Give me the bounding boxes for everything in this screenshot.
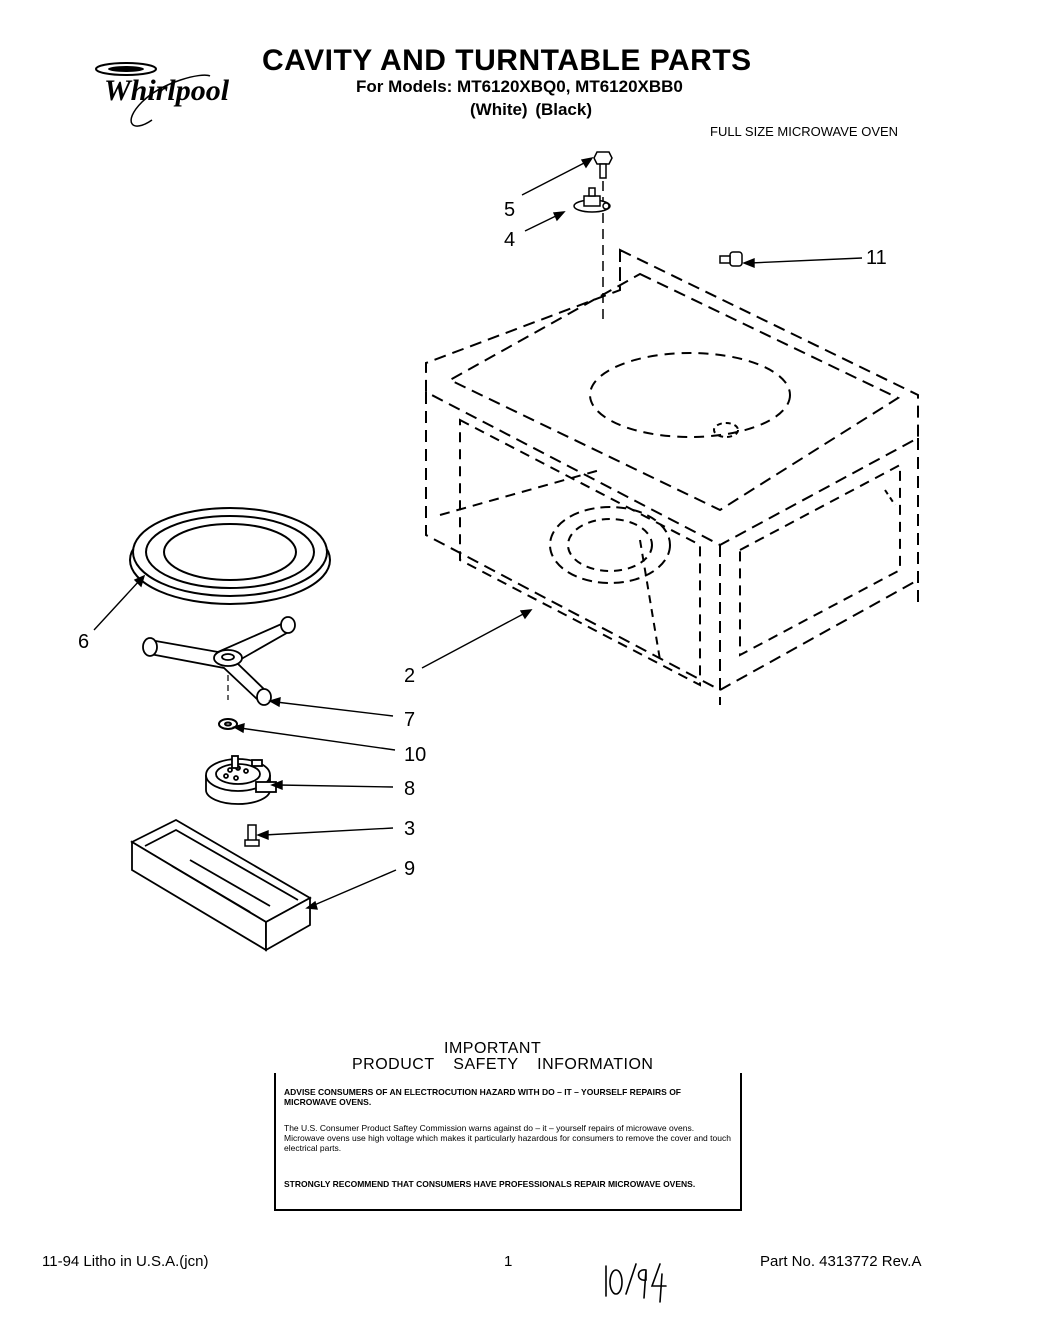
safety-heading: IMPORTANT xyxy=(444,1040,542,1057)
washer-part-10 xyxy=(218,718,238,730)
safety-info-box: ADVISE CONSUMERS OF AN ELECTROCUTION HAZ… xyxy=(274,1073,742,1211)
motor-part-8 xyxy=(205,755,277,805)
safety-recommendation: STRONGLY RECOMMEND THAT CONSUMERS HAVE P… xyxy=(284,1179,696,1189)
safety-warning: ADVISE CONSUMERS OF AN ELECTROCUTION HAZ… xyxy=(284,1087,682,1107)
callout-4: 4 xyxy=(504,229,516,251)
part-number: Part No. 4313772 Rev.A xyxy=(760,1253,922,1270)
cavity-part-2 xyxy=(425,248,919,705)
screw-part-11 xyxy=(719,251,743,267)
motor-cover-part-9 xyxy=(130,818,312,952)
callout-6: 6 xyxy=(78,631,90,653)
callout-11: 11 xyxy=(866,247,887,269)
callout-2: 2 xyxy=(404,665,416,687)
glass-tray-part-6 xyxy=(129,507,331,605)
callout-10: 10 xyxy=(404,744,427,766)
callout-3: 3 xyxy=(404,818,416,840)
model-numbers: For Models: MT6120XBQ0, MT6120XBB0 xyxy=(356,77,683,96)
whirlpool-logo: Whirlpool xyxy=(95,62,230,127)
handwritten-date xyxy=(605,1263,667,1303)
model-colors: (White) (Black) xyxy=(470,100,592,119)
screw-part-5 xyxy=(593,151,613,179)
page-number: 1 xyxy=(504,1253,513,1270)
product-category: FULL SIZE MICROWAVE OVEN xyxy=(710,124,899,139)
whirlpool-logo-text: Whirlpool xyxy=(104,74,230,107)
callout-9: 9 xyxy=(404,858,416,880)
callout-7: 7 xyxy=(404,709,416,731)
screw-part-3 xyxy=(244,824,260,847)
callout-8: 8 xyxy=(404,778,416,800)
page-title: CAVITY AND TURNTABLE PARTS xyxy=(262,44,752,77)
exploded-parts-diagram xyxy=(93,151,919,952)
print-info: 11-94 Litho in U.S.A.(jcn) xyxy=(42,1253,209,1270)
thermal-cutout-part-4 xyxy=(573,187,611,213)
roller-support-part-7 xyxy=(142,616,296,706)
safety-subheading: PRODUCT SAFETY INFORMATION xyxy=(352,1056,654,1073)
safety-cpsc-notice: The U.S. Consumer Product Saftey Commiss… xyxy=(284,1123,731,1153)
callout-5: 5 xyxy=(504,199,516,221)
